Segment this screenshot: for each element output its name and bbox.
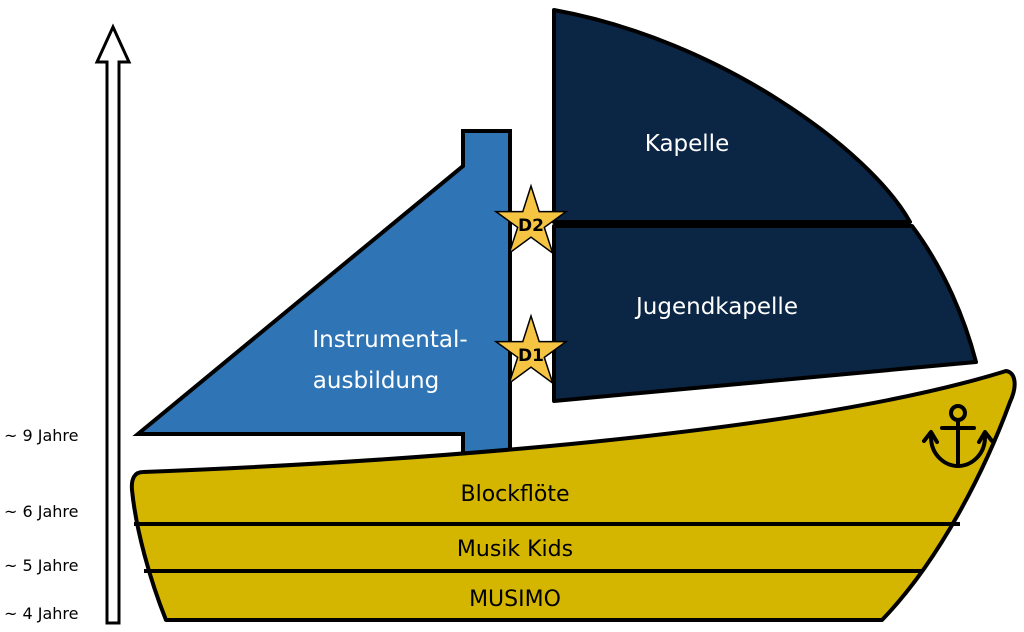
age-label-5: ~ 5 Jahre <box>4 556 79 575</box>
hull-band-musik-kids: Musik Kids <box>457 537 573 562</box>
age-label-4: ~ 4 Jahre <box>4 604 79 623</box>
left-sail-label-line2: ausbildung <box>313 368 439 394</box>
age-axis-arrow <box>94 23 132 625</box>
lower-right-sail-jugendkapelle <box>552 224 978 403</box>
star-d2 <box>493 183 569 256</box>
star-d2-label: D2 <box>518 216 544 236</box>
left-sail-instrumentalausbildung <box>132 129 512 464</box>
star-d1-label: D1 <box>518 346 544 366</box>
lower-sail-label: Jugendkapelle <box>634 294 798 320</box>
left-sail-label-line1: Instrumental- <box>312 327 467 353</box>
anchor-icon <box>922 404 994 468</box>
star-d1 <box>493 313 569 386</box>
age-label-9: ~ 9 Jahre <box>4 426 79 445</box>
upper-right-sail-kapelle <box>552 8 912 224</box>
upper-sail-label: Kapelle <box>645 131 729 157</box>
hull-band-musimo: MUSIMO <box>469 587 561 612</box>
age-label-6: ~ 6 Jahre <box>4 502 79 521</box>
hull-band-blockfloete: Blockflöte <box>461 482 570 507</box>
